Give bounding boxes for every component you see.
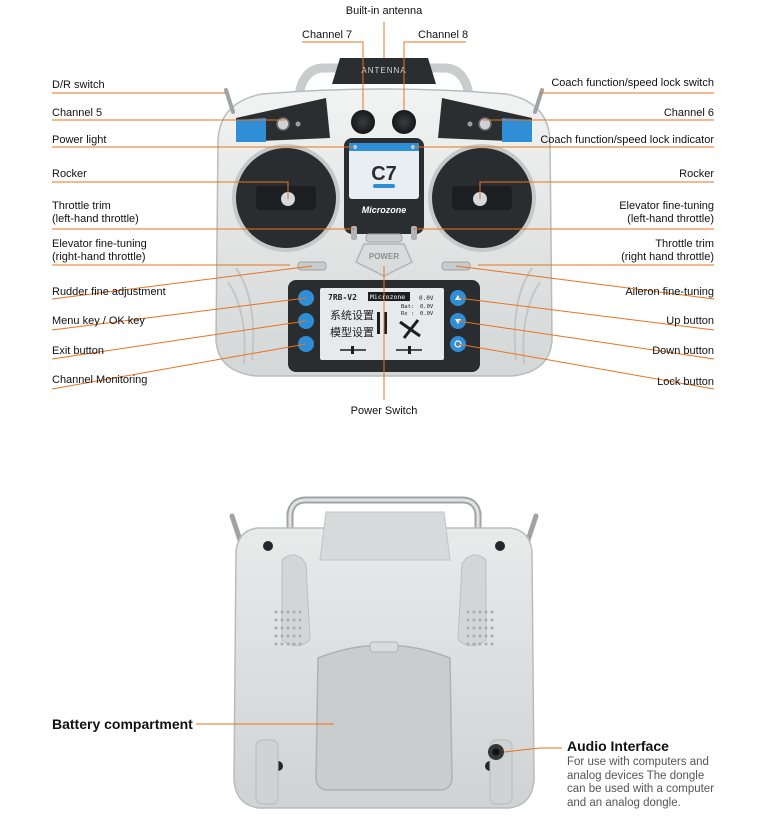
front-view: C7 Microzone POWER 7	[215, 58, 553, 377]
label-channel6: Channel 6	[663, 107, 714, 119]
audio-desc-line3: can be used with a computer	[567, 783, 715, 795]
label-aileron-fine: Aileron fine-tuning	[625, 286, 714, 298]
label-coach-indicator: Coach function/speed lock indicator	[540, 134, 714, 146]
label-rudder-fine: Rudder fine adjustment	[52, 286, 166, 298]
channel7-knob	[351, 110, 375, 134]
channel8-knob	[392, 110, 416, 134]
label-lock-button: Lock button	[657, 376, 714, 388]
label-throttle-trim-left-2: (left-hand throttle)	[52, 213, 139, 225]
label-channel8: Channel 8	[418, 29, 469, 41]
antenna-text: ANTENNA	[361, 66, 406, 75]
label-channel-monitoring: Channel Monitoring	[52, 374, 148, 386]
label-audio-interface: Audio Interface	[567, 738, 669, 754]
label-menu-ok: Menu key / OK key	[52, 315, 145, 327]
label-exit-button: Exit button	[52, 345, 104, 357]
lcd-bat: Bat:	[401, 304, 414, 310]
label-coach-switch: Coach function/speed lock switch	[551, 77, 714, 89]
front-leader-lines	[51, 22, 715, 400]
lcd-rx-val: 0.0V	[420, 311, 434, 317]
label-elevator-ft-right-2: (left-hand throttle)	[627, 213, 714, 225]
display-channel: C7	[371, 163, 397, 185]
label-elevator-ft-left-2: (right-hand throttle)	[52, 251, 146, 263]
audio-desc-line4: and an analog dongle.	[567, 796, 681, 809]
back-leader-lines	[196, 723, 562, 753]
label-battery-compartment: Battery compartment	[52, 716, 193, 732]
label-rocker-left: Rocker	[52, 168, 87, 180]
audio-desc-line2: analog devices The dongle	[567, 769, 705, 782]
lcd-voltage: 0.0V	[419, 295, 434, 302]
lcd-menu1: 系统设置	[330, 309, 374, 322]
label-built-in-antenna: Built-in antenna	[345, 5, 423, 17]
label-power-light: Power light	[52, 134, 107, 146]
audio-desc-line1: For use with computers and	[567, 756, 709, 768]
power-text: POWER	[369, 252, 399, 261]
power-button	[355, 243, 413, 277]
lcd-brand: Microzone	[370, 293, 405, 301]
label-throttle-trim-left-1: Throttle trim	[52, 200, 111, 212]
label-throttle-trim-right-2: (right hand throttle)	[621, 251, 714, 263]
lcd-bat-val: 0.0V	[420, 304, 434, 310]
lcd-model: 7RB-V2	[328, 293, 357, 302]
label-power-switch: Power Switch	[350, 405, 418, 417]
label-elevator-ft-left-1: Elevator fine-tuning	[52, 238, 147, 250]
label-dr-switch: D/R switch	[52, 79, 105, 91]
label-down-button: Down button	[652, 345, 714, 357]
label-rocker-right: Rocker	[679, 168, 714, 180]
label-channel5: Channel 5	[52, 107, 103, 119]
display-brand: Microzone	[362, 205, 407, 215]
audio-interface-description: For use with computers and analog device…	[567, 756, 727, 810]
label-channel7: Channel 7	[302, 29, 353, 41]
lcd-menu2: 模型设置	[330, 325, 374, 339]
back-view	[229, 496, 539, 809]
label-up-button: Up button	[666, 315, 714, 327]
antenna-plate	[332, 58, 436, 84]
label-throttle-trim-right-1: Throttle trim	[655, 238, 714, 250]
battery-door	[315, 644, 453, 791]
label-elevator-ft-right-1: Elevator fine-tuning	[619, 200, 714, 212]
lcd-rx: Rx :	[401, 311, 414, 317]
